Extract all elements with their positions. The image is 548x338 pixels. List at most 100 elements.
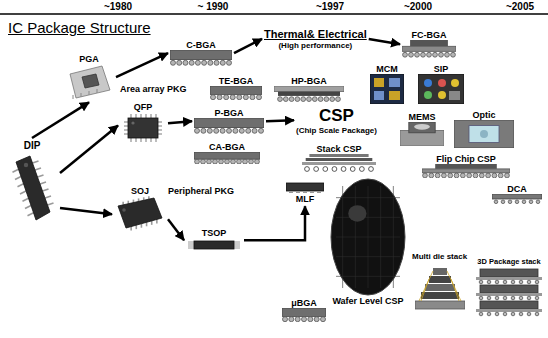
package-pin [130,138,131,142]
package-illustration [6,152,58,224]
package-ball [487,280,491,284]
package-node: QFP [118,100,168,146]
package-ball [225,160,230,165]
package-pin [188,244,194,245]
package-ball [122,209,126,213]
package-ball [220,61,225,66]
package-ball [301,97,306,102]
package-illustration [492,194,542,204]
package-pin [141,224,143,228]
package-label: SIP [434,64,449,74]
package-node: FC-BGA [400,28,458,60]
package-ball [239,129,244,134]
package-pin [155,114,156,118]
package-label: MLF [296,194,315,204]
package-ball [409,53,414,58]
connector-arrow [266,119,294,122]
package-pin [336,237,400,238]
package-ball [259,129,264,134]
connector-arrow [116,53,168,77]
timeline-rule [0,13,548,15]
package-pin [188,242,194,243]
package-part [480,301,538,309]
package-ball [249,160,254,165]
package-ball [415,53,420,58]
package-pin [188,246,194,247]
package-part [415,301,465,309]
package-ball [535,296,539,300]
package-node: MCM [368,62,406,106]
package-pin [18,183,24,186]
package-part [309,154,368,157]
package-ball [237,95,242,100]
package-pin [124,126,128,127]
package-part [286,183,324,191]
package-node: PGA [62,52,116,102]
package-pin [15,176,21,179]
package-pin [234,244,240,245]
connector-arrow [168,121,192,123]
package-ball [341,167,346,172]
package-illustration [286,182,324,194]
package-part [302,162,376,165]
year-label: ~1997 [316,1,344,13]
package-node: Flip Chip CSP [420,152,512,180]
package-ball [429,173,434,178]
package-part [389,91,400,100]
package-ball [536,200,540,204]
package-ball [305,167,310,172]
package-part [194,118,264,128]
package-ball [369,167,374,172]
package-pin [158,134,162,135]
package-ball [501,200,505,204]
package-part [296,191,300,193]
package-part [389,78,400,87]
package-ball [494,200,498,204]
package-illustration [64,64,114,100]
package-pin [145,138,146,142]
package-ball [495,296,499,300]
package-illustration [170,50,232,66]
package-pin [380,186,381,288]
package-ball [424,91,432,99]
package-pin [234,246,240,247]
package-ball [495,280,499,284]
package-ball [487,296,491,300]
package-ball [505,173,510,178]
package-node: μBGA [280,296,328,324]
package-pin [97,89,98,93]
package-part [170,50,232,60]
package-pin [151,221,153,225]
package-node: MLF [284,180,326,206]
package-part [429,276,451,283]
package-ball [246,129,251,134]
package-ball [508,200,512,204]
group-heading: (Chip Scale Package) [296,126,377,135]
package-ball [250,95,255,100]
package-pin [25,205,31,208]
package-part [409,122,435,133]
package-ball [454,173,459,178]
package-label: CA-BGA [209,142,245,152]
package-part [418,74,464,104]
package-label: P-BGA [215,108,244,118]
package-illustration [210,86,262,100]
package-illustration [422,164,510,178]
package-pin [23,198,29,201]
package-ball [487,312,491,316]
package-ball [295,97,300,102]
package-node: SOJ [112,184,168,234]
package-pin [140,138,141,142]
wafer-highlight [348,205,366,222]
package-pin [130,114,131,118]
package-ball [189,61,194,66]
package-ball [202,61,207,66]
package-ball [171,61,176,66]
package-illustration [370,74,404,104]
package-pin [421,279,429,301]
package-pin [73,95,74,99]
package-pin [130,227,132,231]
package-body [70,66,110,98]
connector-arrow [168,219,184,240]
package-node: Stack CSP [300,142,378,174]
